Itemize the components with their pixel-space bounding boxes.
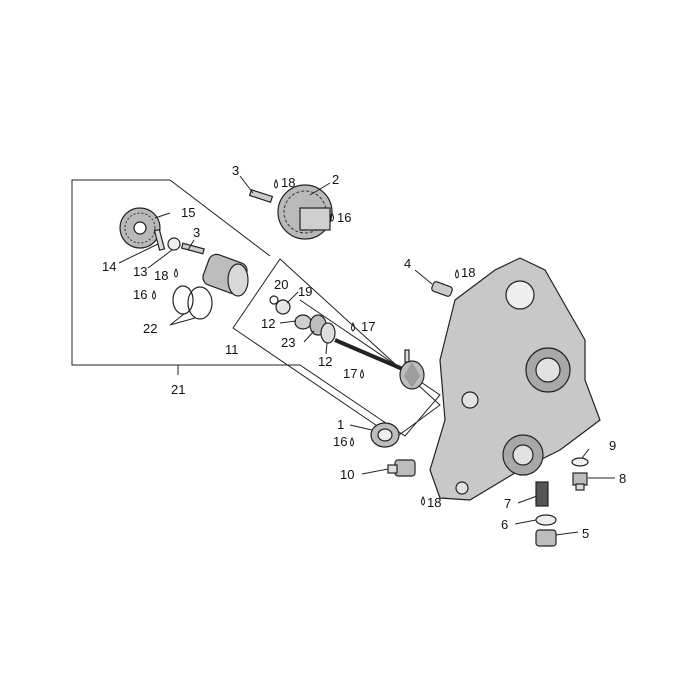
label-5: 5	[582, 526, 589, 541]
label-15: 15	[181, 205, 195, 220]
bearing-1	[370, 422, 400, 448]
label-8: 8	[619, 471, 626, 486]
label-3b: 3	[193, 225, 200, 240]
screw-3b	[180, 242, 205, 255]
label-13: 13	[133, 264, 147, 279]
spring-7	[535, 481, 549, 507]
assembly-21-frame	[71, 179, 441, 437]
o-ring-22b	[187, 286, 213, 320]
label-7: 7	[504, 496, 511, 511]
label-18d: 18	[427, 495, 441, 510]
label-4: 4	[404, 256, 411, 271]
label-16b: 16	[133, 287, 147, 302]
label-21: 21	[171, 382, 185, 397]
seal-12a	[294, 314, 312, 330]
plug-8	[572, 472, 588, 491]
label-6: 6	[501, 517, 508, 532]
label-20: 20	[274, 277, 288, 292]
o-ring-22a	[172, 285, 194, 315]
drop-icon	[152, 289, 156, 300]
label-1: 1	[337, 417, 344, 432]
label-18a: 18	[281, 175, 295, 190]
drop-icon	[421, 495, 425, 506]
dowel-4	[431, 281, 453, 297]
label-2: 2	[332, 172, 339, 187]
label-9: 9	[609, 438, 616, 453]
label-3a: 3	[232, 163, 239, 178]
washer-19	[275, 299, 291, 315]
oil-pump-gear	[119, 207, 161, 249]
crankcase-half	[429, 257, 601, 501]
drop-icon	[274, 178, 278, 189]
shaft-pin	[404, 349, 410, 363]
drop-icon	[174, 267, 178, 278]
label-23: 23	[281, 335, 295, 350]
washer-20	[269, 295, 279, 305]
drop-icon	[350, 436, 354, 447]
seal-12b	[320, 322, 336, 344]
label-18c: 18	[154, 268, 168, 283]
label-17a: 17	[361, 319, 375, 334]
label-18b: 18	[461, 265, 475, 280]
label-14: 14	[102, 259, 116, 274]
water-pump-impeller	[399, 360, 425, 390]
label-12b: 12	[318, 354, 332, 369]
drain-plug-5	[535, 529, 557, 547]
drop-icon	[360, 368, 364, 379]
label-17b: 17	[343, 366, 357, 381]
label-22: 22	[143, 321, 157, 336]
assembly-11-frame	[232, 258, 441, 439]
leader-lines	[118, 175, 615, 536]
fitting-10	[387, 459, 416, 477]
washer-6	[535, 514, 557, 526]
drop-icon	[455, 268, 459, 279]
label-12a: 12	[261, 316, 275, 331]
label-19: 19	[298, 284, 312, 299]
label-10: 10	[340, 467, 354, 482]
screw-3a	[248, 188, 274, 204]
water-pump-shaft	[334, 338, 406, 372]
drop-icon	[351, 321, 355, 332]
oil-pump-body	[202, 253, 249, 297]
washer-9	[571, 457, 589, 467]
pin-part	[153, 228, 166, 251]
drive-gear	[277, 184, 333, 240]
label-16a: 16	[337, 210, 351, 225]
label-16c: 16	[333, 434, 347, 449]
washer-13	[167, 237, 181, 251]
label-11: 11	[225, 342, 239, 357]
drop-icon	[330, 211, 334, 222]
